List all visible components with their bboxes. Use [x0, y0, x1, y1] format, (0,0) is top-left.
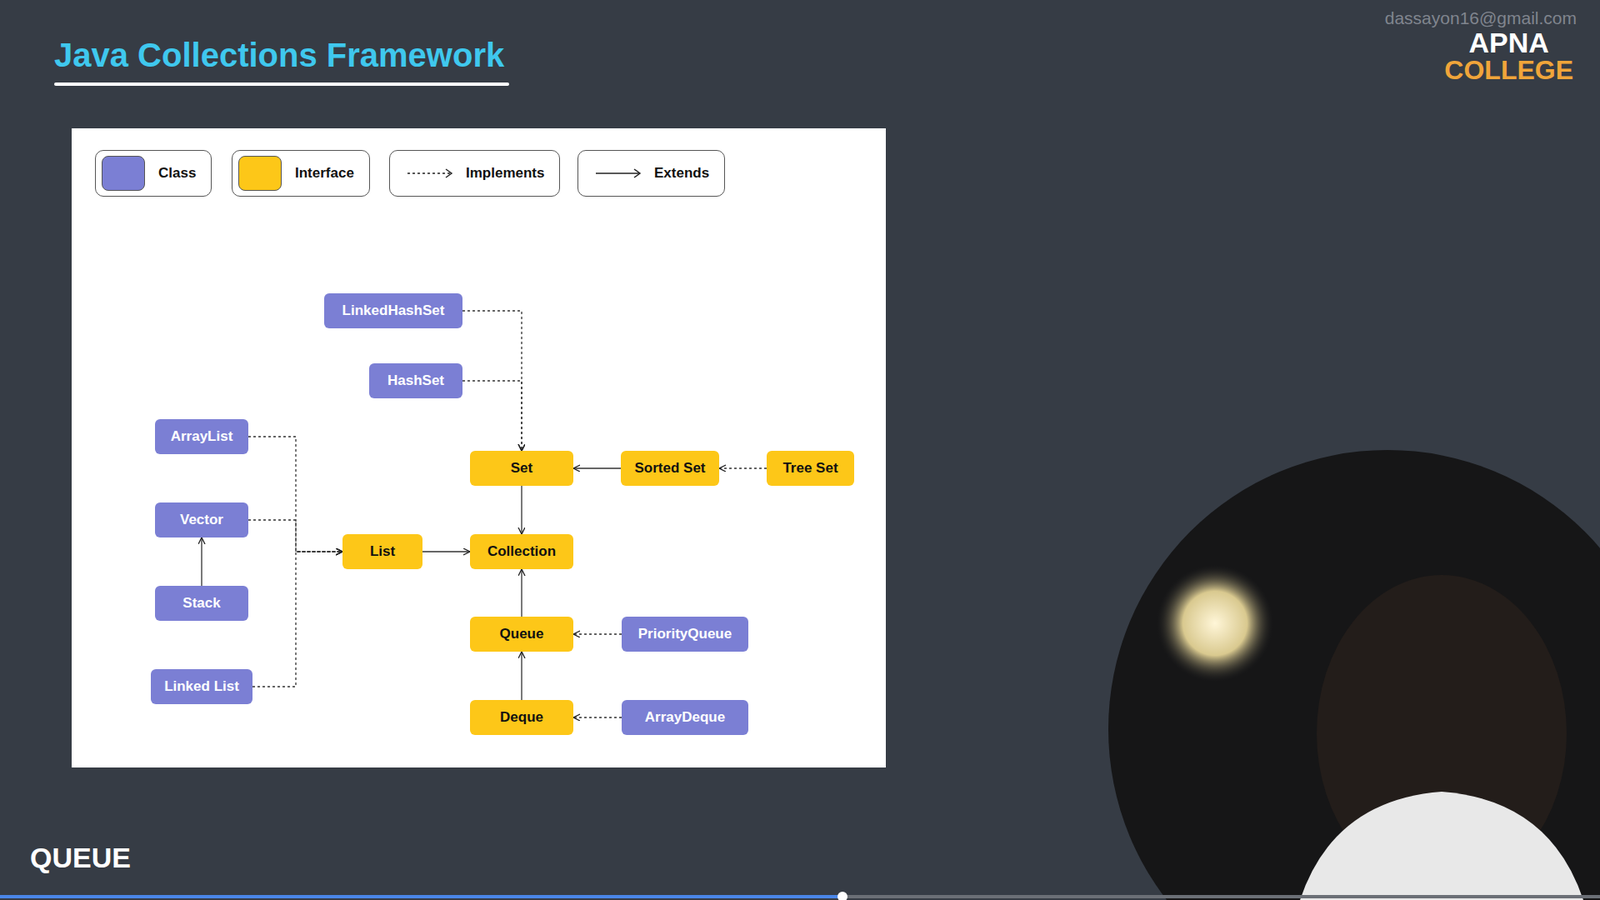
- node-label: PriorityQueue: [638, 625, 732, 643]
- legend-item: Extends: [577, 150, 725, 197]
- class-box: HashSet: [369, 363, 463, 399]
- node-label: HashSet: [387, 372, 445, 390]
- implements-connector: [462, 310, 522, 451]
- class-box: Stack: [155, 585, 249, 621]
- class-box: Linked List: [150, 669, 253, 705]
- interface-box: Tree Set: [766, 450, 855, 486]
- implements-connector: [462, 380, 522, 451]
- legend-swatch: [238, 155, 282, 191]
- legend-line-sample: [594, 166, 643, 180]
- extends-connector: [422, 550, 470, 552]
- implements-connector: [719, 467, 767, 469]
- extends-connector: [520, 569, 522, 617]
- legend-line: [407, 172, 451, 174]
- interface-box: List: [342, 534, 423, 570]
- presenter-shirt: [1300, 791, 1584, 900]
- legend-item: Implements: [389, 150, 560, 197]
- class-box: ArrayList: [155, 419, 249, 455]
- node-label: Set: [510, 460, 533, 477]
- class-box: ArrayDeque: [621, 700, 749, 735]
- node-label: Deque: [500, 709, 544, 726]
- implements-connector: [248, 520, 343, 552]
- section-label: QUEUE: [30, 841, 131, 875]
- implements-connector: [573, 716, 622, 718]
- logo-word: APNA: [1444, 28, 1574, 57]
- legend-text: Class: [158, 165, 196, 182]
- progress-track: [0, 895, 1600, 899]
- node-label: Tree Set: [782, 460, 838, 477]
- node-label: Sorted Set: [634, 460, 705, 477]
- extends-connector: [520, 485, 522, 535]
- extends-connector: [200, 537, 202, 586]
- node-label: Collection: [487, 543, 556, 560]
- logo-word: COLLEGE: [1444, 56, 1574, 84]
- video-circle: [1108, 450, 1600, 900]
- implements-connector: [248, 436, 343, 552]
- slide-title: Java Collections Framework: [54, 36, 505, 75]
- node-label: Linked List: [164, 678, 240, 695]
- legend-item: Class: [95, 150, 212, 197]
- class-box: LinkedHashSet: [324, 293, 463, 329]
- implements-connector: [573, 633, 622, 635]
- interface-box: Deque: [470, 700, 574, 735]
- extends-connector: [520, 651, 522, 700]
- node-label: List: [370, 543, 395, 560]
- node-label: Stack: [182, 595, 220, 612]
- legend-arrowhead: [634, 169, 640, 178]
- interface-box: Collection: [470, 534, 574, 570]
- legend-line: [595, 172, 640, 174]
- interface-box: Set: [470, 450, 574, 486]
- title-underline: [54, 82, 510, 86]
- node-label: ArrayDeque: [645, 709, 725, 726]
- class-box: PriorityQueue: [621, 616, 749, 652]
- class-box: Vector: [155, 502, 249, 538]
- node-label: ArrayList: [170, 428, 234, 445]
- progress-bar: [0, 895, 843, 899]
- watermark: dassayon16@gmail.com: [1385, 8, 1577, 29]
- legend-arrowhead: [445, 169, 452, 178]
- logo: APNACOLLEGE: [1444, 28, 1574, 84]
- legend-text: Extends: [654, 165, 710, 182]
- interface-box: Queue: [470, 616, 574, 652]
- legend-text: Interface: [295, 165, 355, 182]
- legend-item: Interface: [231, 150, 370, 197]
- progress-dot: [837, 891, 848, 900]
- legend-text: Implements: [465, 165, 545, 182]
- node-label: Queue: [500, 625, 545, 643]
- extends-connector: [573, 467, 621, 469]
- implements-connector: [252, 551, 343, 687]
- node-label: LinkedHashSet: [342, 302, 445, 320]
- lamp-glow: [1156, 565, 1274, 682]
- node-label: Vector: [180, 511, 224, 529]
- legend-line-sample: [405, 166, 455, 180]
- legend-swatch: [101, 155, 145, 191]
- interface-box: Sorted Set: [620, 450, 720, 486]
